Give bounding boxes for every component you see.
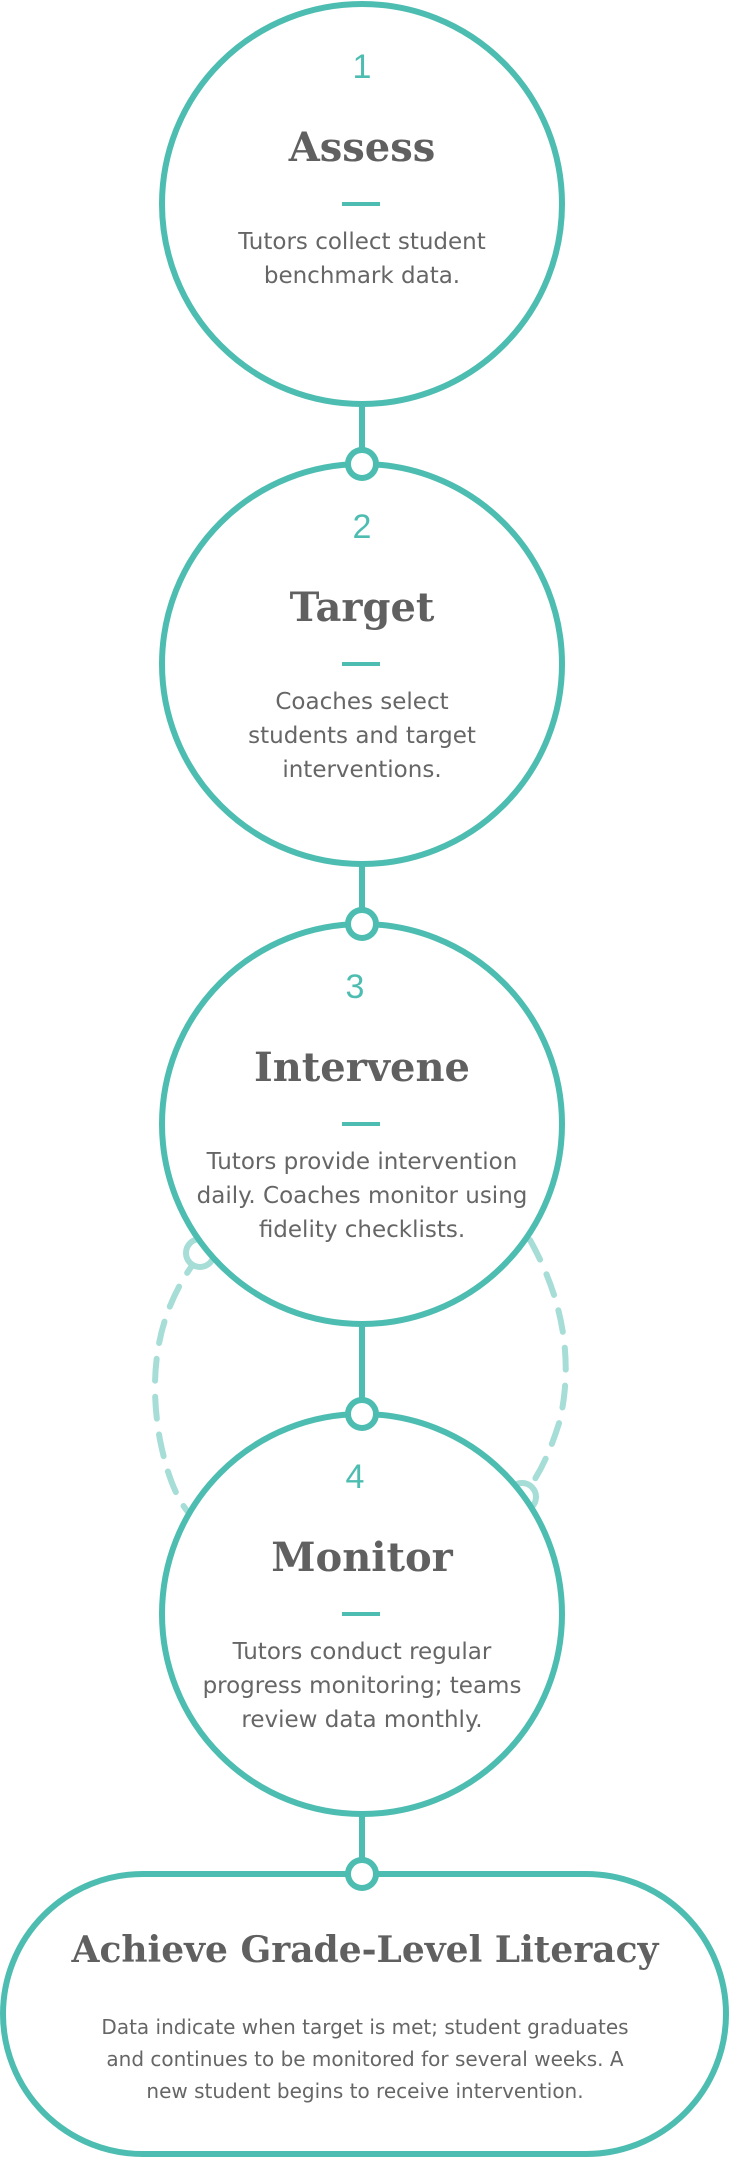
- loop-arc-right: [519, 1237, 569, 1500]
- step-title-intervene: Intervene: [253, 1044, 470, 1091]
- loop-arc-left: [152, 1252, 203, 1515]
- step-number-target: 2: [352, 508, 372, 546]
- connector-node-2: [345, 447, 379, 481]
- step-title-assess: Assess: [288, 124, 436, 171]
- step-number-assess: 1: [352, 48, 372, 86]
- step-description-target: Coaches select students and target inter…: [248, 689, 476, 783]
- connector-node-4: [345, 1397, 379, 1431]
- connector-node-3: [345, 907, 379, 941]
- step-description-intervene: Tutors provide intervention daily. Coach…: [196, 1149, 528, 1243]
- step-description-assess: Tutors collect student benchmark data.: [238, 229, 486, 289]
- feedback-loop: [152, 1237, 569, 1515]
- step-number-intervene: 3: [345, 968, 365, 1006]
- connector-node-outcome: [345, 1857, 379, 1891]
- step-title-monitor: Monitor: [271, 1534, 453, 1581]
- step-number-monitor: 4: [345, 1458, 365, 1496]
- step-description-monitor: Tutors conduct regular progress monitori…: [202, 1639, 522, 1733]
- step-title-target: Target: [289, 584, 435, 631]
- outcome-description: Data indicate when target is met; studen…: [101, 2015, 629, 2103]
- outcome-title: Achieve Grade-Level Literacy: [71, 1929, 659, 1971]
